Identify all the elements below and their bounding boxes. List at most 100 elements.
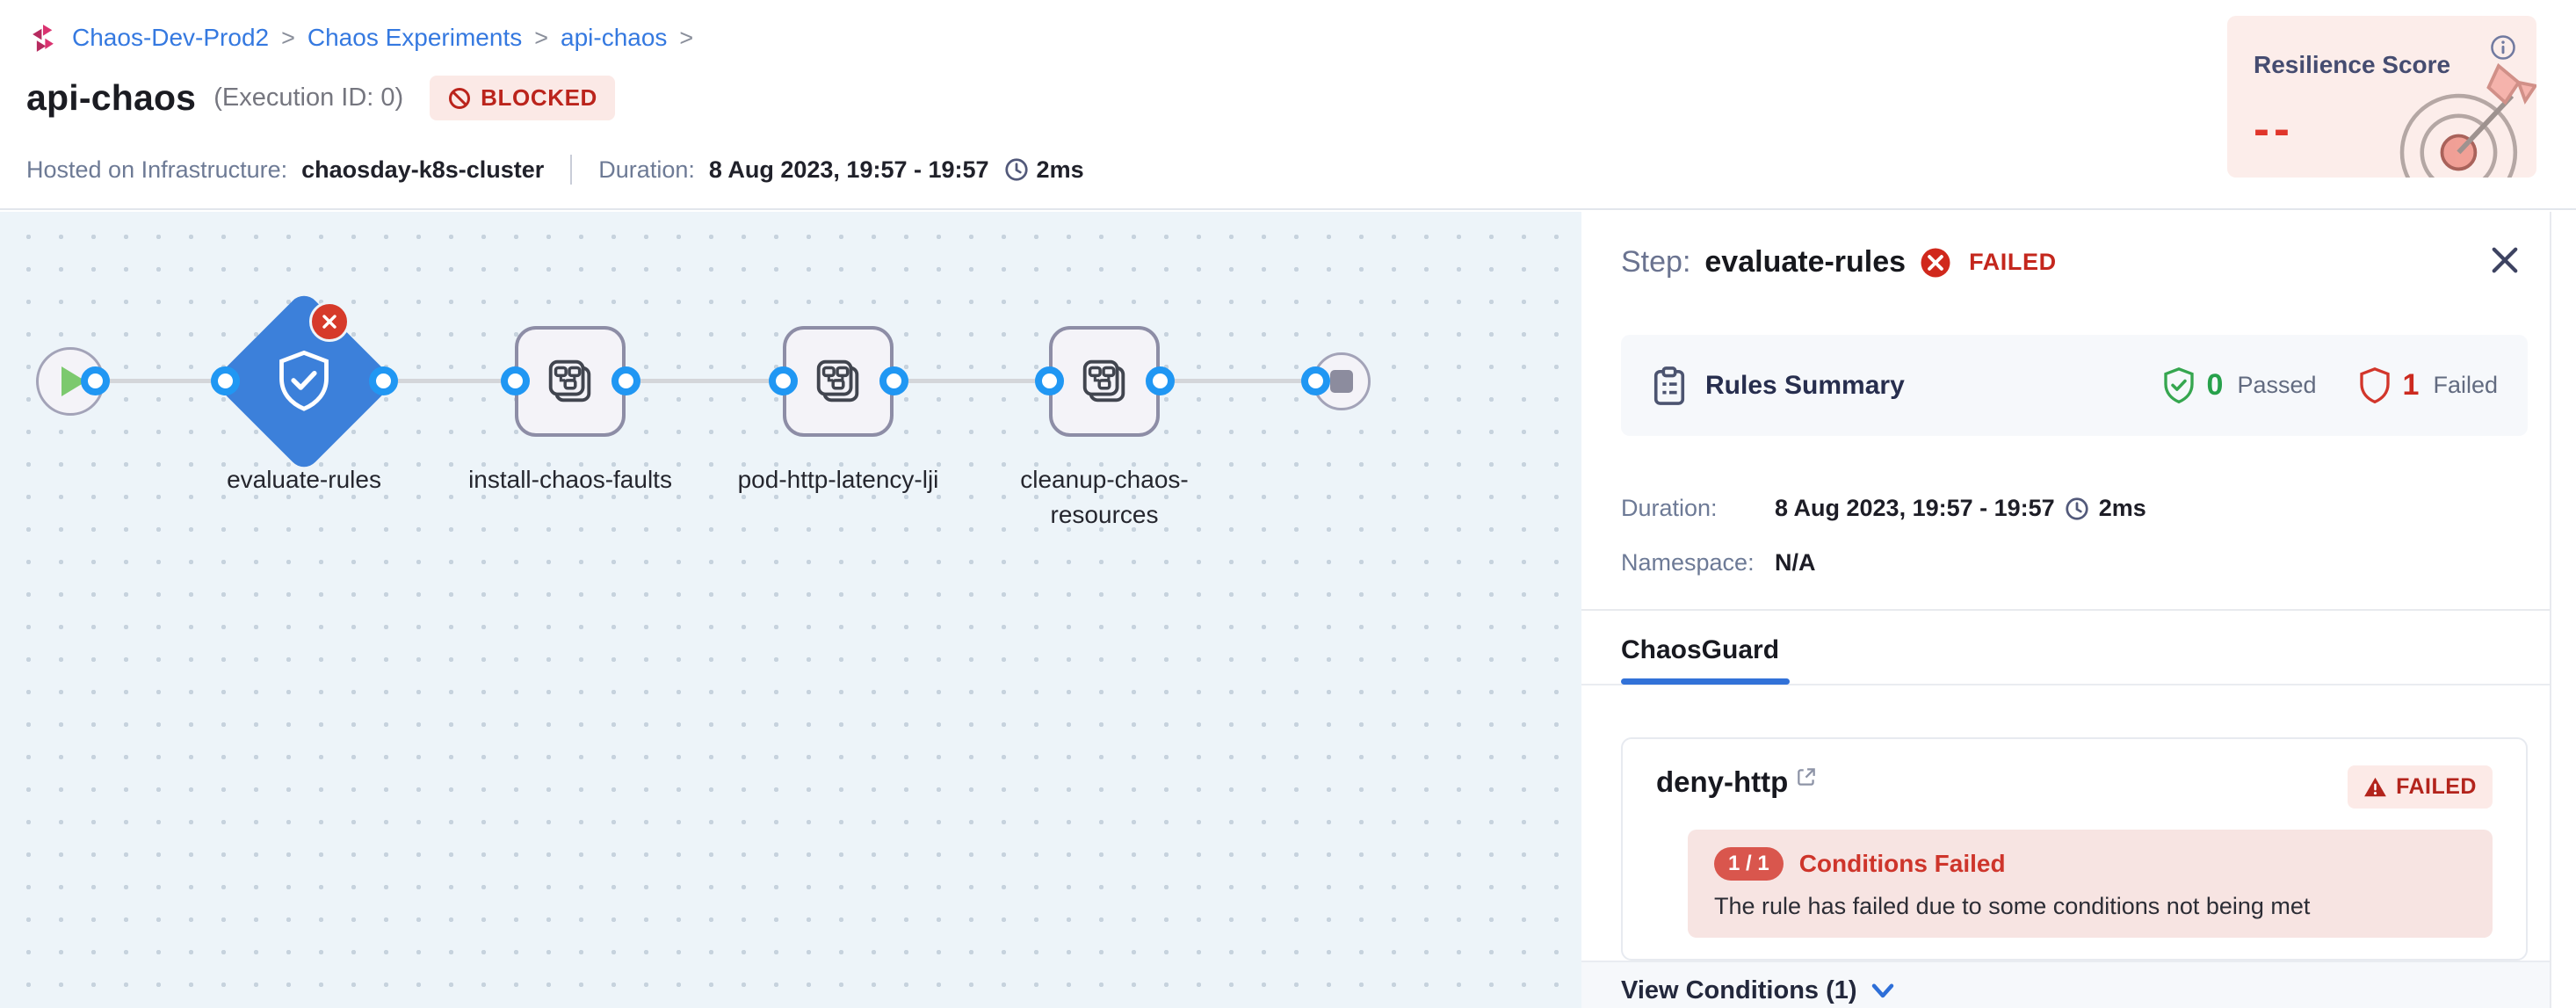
chevron-down-icon (1871, 983, 1893, 997)
connector-port (1301, 366, 1330, 395)
scrollbar-gutter[interactable] (2550, 212, 2576, 1008)
tab-bar-border (1581, 684, 2550, 685)
view-conditions-toggle[interactable]: View Conditions (1) (1621, 976, 1896, 1005)
failed-circle-icon (1921, 248, 1950, 277)
step-header: Step: evaluate-rules FAILED (1621, 245, 2057, 279)
clipboard-icon (1653, 366, 1685, 405)
pipeline-node-install-chaos-faults[interactable] (515, 326, 626, 437)
connector-port (369, 366, 398, 395)
duration-row: Duration: 8 Aug 2023, 19:57 - 19:57 2ms (1621, 495, 2146, 522)
pipeline-edge (70, 379, 1318, 383)
chaos-module-icon (26, 21, 60, 54)
conditions-failed-alert: 1 / 1 Conditions Failed The rule has fai… (1688, 830, 2493, 938)
rule-status-text: FAILED (2396, 774, 2477, 799)
pipeline-node-cleanup-chaos-resources[interactable] (1049, 326, 1160, 437)
duration-value: 8 Aug 2023, 19:57 - 19:57 (708, 156, 989, 183)
title-row: api-chaos (Execution ID: 0) BLOCKED (26, 76, 615, 120)
rules-summary-card: Rules Summary 0 Passed 1 Failed (1621, 335, 2528, 436)
target-dart-illustration (2382, 49, 2536, 178)
view-conditions-label: View Conditions (1) (1621, 976, 1857, 1004)
connector-port (879, 366, 908, 395)
rule-card-deny-http: deny-http FAILED 1 / 1 Conditions F (1621, 737, 2528, 961)
clock-icon (2066, 497, 2088, 520)
resilience-score-value: -- (2254, 103, 2294, 156)
panel-footer: View Conditions (1) (1581, 961, 2550, 1008)
step-template-icon (548, 359, 591, 402)
connector-port (1146, 366, 1175, 395)
pipeline-node-evaluate-rules[interactable] (212, 289, 396, 474)
breadcrumb-separator: > (281, 24, 295, 51)
pipeline-node-pod-http-latency[interactable] (783, 326, 894, 437)
stop-icon (1330, 370, 1353, 393)
execution-meta-row: Hosted on Infrastructure: chaosday-k8s-c… (26, 155, 1084, 185)
namespace-row: Namespace: N/A (1621, 549, 1816, 577)
rule-status-badge: FAILED (2348, 765, 2493, 809)
active-tab-underline (1621, 678, 1790, 685)
shield-check-green-icon (2163, 366, 2194, 403)
warning-triangle-icon (2364, 777, 2386, 797)
breadcrumb: Chaos-Dev-Prod2 > Chaos Experiments > ap… (26, 21, 693, 54)
duration-elapsed: 2ms (1036, 156, 1084, 183)
duration-elapsed: 2ms (2098, 495, 2146, 521)
external-link-icon (1798, 768, 1816, 786)
step-template-icon (1082, 359, 1125, 402)
step-prefix: Step: (1621, 245, 1691, 279)
infra-value: chaosday-k8s-cluster (301, 156, 545, 183)
no-entry-icon (449, 87, 471, 109)
page-header: Chaos-Dev-Prod2 > Chaos Experiments > ap… (0, 0, 2576, 210)
breadcrumb-separator: > (534, 24, 549, 51)
pipeline-canvas[interactable]: evaluate-rules install-chaos-faults pod-… (0, 212, 1581, 1008)
connector-port (611, 366, 640, 395)
conditions-failed-message: The rule has failed due to some conditio… (1714, 893, 2311, 919)
namespace-label: Namespace: (1621, 549, 1755, 576)
rule-name: deny-http (1656, 765, 1789, 798)
step-name: evaluate-rules (1704, 245, 1907, 279)
page-title: api-chaos (26, 77, 197, 118)
shield-check-icon (274, 348, 334, 415)
shield-red-icon (2359, 366, 2390, 403)
clock-icon (1004, 158, 1028, 181)
conditions-failed-title: Conditions Failed (1798, 850, 2006, 877)
step-details-panel: Step: evaluate-rules FAILED Rules Summar… (1581, 212, 2576, 1008)
passed-count: 0 (2206, 368, 2224, 402)
node-label-install-chaos-faults: install-chaos-faults (468, 466, 672, 493)
close-icon (2492, 247, 2518, 273)
breadcrumb-experiments[interactable]: Chaos Experiments (307, 24, 523, 51)
node-label-pod-http-latency: pod-http-latency-lji (737, 466, 939, 493)
infra-label: Hosted on Infrastructure: (26, 156, 288, 183)
divider (570, 155, 573, 185)
execution-id: (Execution ID: 0) (213, 83, 404, 112)
tab-chaosguard[interactable]: ChaosGuard (1621, 635, 1780, 664)
breadcrumb-project[interactable]: Chaos-Dev-Prod2 (72, 24, 270, 51)
connector-port (81, 366, 110, 395)
divider (1581, 609, 2550, 611)
breadcrumb-experiment-name[interactable]: api-chaos (561, 24, 668, 51)
passed-label: Passed (2237, 372, 2317, 398)
node-label-cleanup-chaos-resources: cleanup-chaos-resources (1020, 466, 1189, 528)
duration-value: 8 Aug 2023, 19:57 - 19:57 (1775, 495, 2055, 521)
conditions-count-pill: 1 / 1 (1714, 847, 1784, 881)
failed-stat: 1 Failed (2357, 366, 2498, 405)
connector-port (501, 366, 530, 395)
connector-port (769, 366, 798, 395)
step-template-icon (816, 359, 859, 402)
rules-summary-title: Rules Summary (1705, 370, 1905, 400)
connector-port (211, 366, 240, 395)
failed-badge-icon (309, 301, 350, 342)
connector-port (1035, 366, 1064, 395)
resilience-score-title: Resilience Score (2254, 51, 2451, 78)
namespace-value: N/A (1775, 549, 1816, 576)
resilience-score-card: Resilience Score -- (2227, 16, 2536, 178)
rule-link-deny-http[interactable]: deny-http (1656, 765, 1818, 799)
breadcrumb-separator: > (679, 24, 694, 51)
duration-label: Duration: (598, 156, 695, 183)
duration-label: Duration: (1621, 495, 1718, 521)
info-icon[interactable] (2489, 33, 2517, 62)
failed-label: Failed (2433, 372, 2498, 398)
close-panel-button[interactable] (2486, 242, 2523, 279)
status-badge-blocked: BLOCKED (430, 76, 615, 120)
passed-stat: 0 Passed (2161, 366, 2317, 405)
failed-count: 1 (2402, 368, 2420, 402)
node-label-evaluate-rules: evaluate-rules (227, 466, 381, 493)
step-status-failed: FAILED (1969, 249, 2057, 275)
